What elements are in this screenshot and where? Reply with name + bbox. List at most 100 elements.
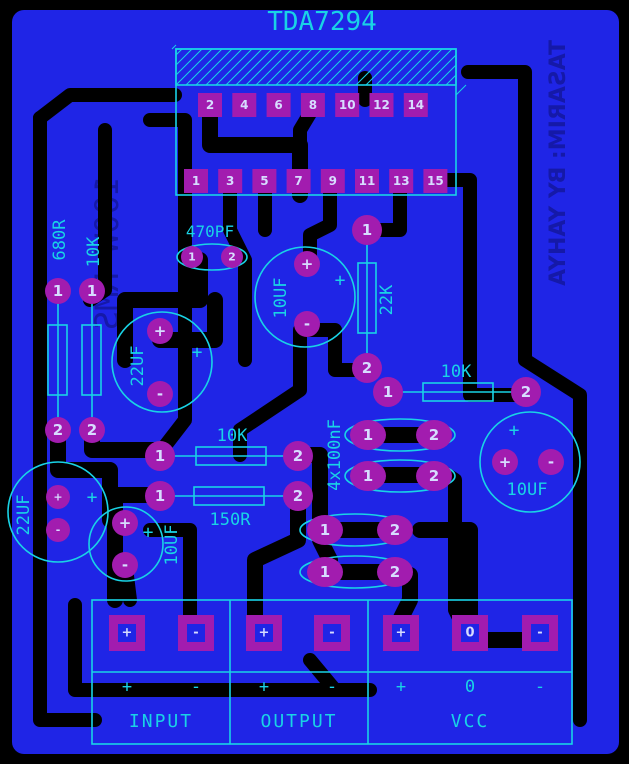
chip-pin-number: 7 <box>294 174 302 188</box>
component-pad <box>511 377 541 407</box>
component-pad <box>283 441 313 471</box>
vcc-terminal-hole <box>392 624 410 642</box>
chip-pin-pad <box>403 93 428 117</box>
r22k-body <box>357 262 377 334</box>
hatch-line <box>275 48 313 86</box>
component-pad <box>373 377 403 407</box>
hatch-line <box>365 48 403 86</box>
chip-pin-pad <box>232 93 257 117</box>
hatch-line <box>255 48 293 86</box>
hatch-line <box>295 48 333 86</box>
hatch-line <box>385 48 423 86</box>
output-terminal-pin: + <box>259 626 270 641</box>
component-pad-label: 2 <box>87 421 97 439</box>
input-terminal-hole <box>118 624 136 642</box>
c10uf-mid-label: 10UF <box>271 278 291 319</box>
component-pad <box>307 557 343 587</box>
hatch-line <box>415 48 453 86</box>
component-pad-label: 2 <box>429 467 439 485</box>
chip-pin-pad <box>218 169 243 193</box>
component-pad-label: + <box>154 322 167 340</box>
chip-pin-pad <box>266 93 291 117</box>
hatch-line <box>175 48 203 76</box>
chip-pin-pad <box>198 93 222 117</box>
component-pad <box>145 481 175 511</box>
vcc-label: VCC <box>451 711 490 732</box>
component-pad <box>79 417 105 443</box>
chip-pin-pad <box>184 169 208 193</box>
hatch-line <box>175 48 213 86</box>
component-pad <box>45 417 71 443</box>
r680-body <box>47 324 68 396</box>
component-pad-label: 2 <box>521 383 531 401</box>
hatch-line <box>195 48 233 86</box>
c22uf-top-polarity: + <box>192 342 203 363</box>
c10uf-right-polarity: + <box>509 420 520 441</box>
component-pad-label: 1 <box>188 251 196 264</box>
r10k-right-label: 10K <box>441 362 472 382</box>
component-pad-label: 1 <box>155 487 165 505</box>
hatch-line <box>285 48 323 86</box>
c10uf-right-label: 10UF <box>507 480 548 500</box>
component-pad <box>377 557 413 587</box>
vcc-terminal-pin: - <box>537 626 542 641</box>
component-pad-label: + <box>53 491 62 504</box>
r10k-left-label: 10K <box>84 236 104 267</box>
chip-pin-pad <box>335 93 360 117</box>
component-pad <box>181 246 203 268</box>
r10k-right-body <box>422 382 494 402</box>
vcc-terminal-hole <box>461 624 479 642</box>
r150-body <box>193 486 265 506</box>
chip-pin-pad <box>300 93 325 117</box>
component-pad-label: - <box>304 315 310 333</box>
component-pad <box>377 515 413 545</box>
component-pad <box>350 461 386 491</box>
c10uf-bottom-polarity: + <box>143 522 154 543</box>
chip-pin-number: 9 <box>329 174 337 188</box>
component-pad <box>307 515 343 545</box>
component-pad-label: - <box>548 453 554 471</box>
hatch-line <box>205 48 243 86</box>
c10uf-bottom-label: 10UF <box>162 525 182 566</box>
component-pad-label: 1 <box>87 282 97 300</box>
c100nf-1-outline <box>344 418 456 452</box>
c10uf-mid-outline <box>254 246 356 348</box>
connector-block: ++--++--++00-- INPUT OUTPUT VCC <box>91 599 573 745</box>
hatch-line <box>325 48 363 86</box>
chip-pin-number: 14 <box>407 98 424 112</box>
c10uf-right-outline <box>479 411 581 513</box>
r10k-left-body <box>81 324 102 396</box>
terminal-pads: ++--++--++00-- <box>109 615 558 697</box>
component-pad <box>492 449 518 475</box>
component-pad-label: - <box>157 385 163 403</box>
c22uf-left-polarity: + <box>87 487 98 508</box>
hatch-line <box>375 48 413 86</box>
component-pad-label: 2 <box>293 487 303 505</box>
component-pad-label: 1 <box>383 383 393 401</box>
chip-pin-number: 6 <box>274 98 282 112</box>
hatch-line <box>175 48 183 56</box>
chip-pin-pad <box>355 169 379 193</box>
input-terminal-polarity: - <box>191 677 201 697</box>
component-pad-label: 2 <box>429 426 439 444</box>
vcc-terminal-polarity: 0 <box>465 677 475 697</box>
c470pf-outline <box>176 243 248 271</box>
component-pad <box>352 215 382 245</box>
hatch-line <box>405 48 443 86</box>
chip-pin-pad <box>286 169 311 193</box>
input-label: INPUT <box>129 711 193 732</box>
vcc-terminal-hole <box>531 624 549 642</box>
c22uf-left-label: 22UF <box>14 495 34 536</box>
chip-pin-number: 5 <box>260 174 268 188</box>
r150-label: 150R <box>210 510 252 530</box>
hatch-line <box>185 48 223 86</box>
hatch-line <box>245 48 283 86</box>
chip-pin-number: 15 <box>427 174 444 188</box>
chip-pin-pad <box>369 93 394 117</box>
chip-pin-number: 1 <box>192 174 200 188</box>
component-pad-label: - <box>56 524 61 537</box>
